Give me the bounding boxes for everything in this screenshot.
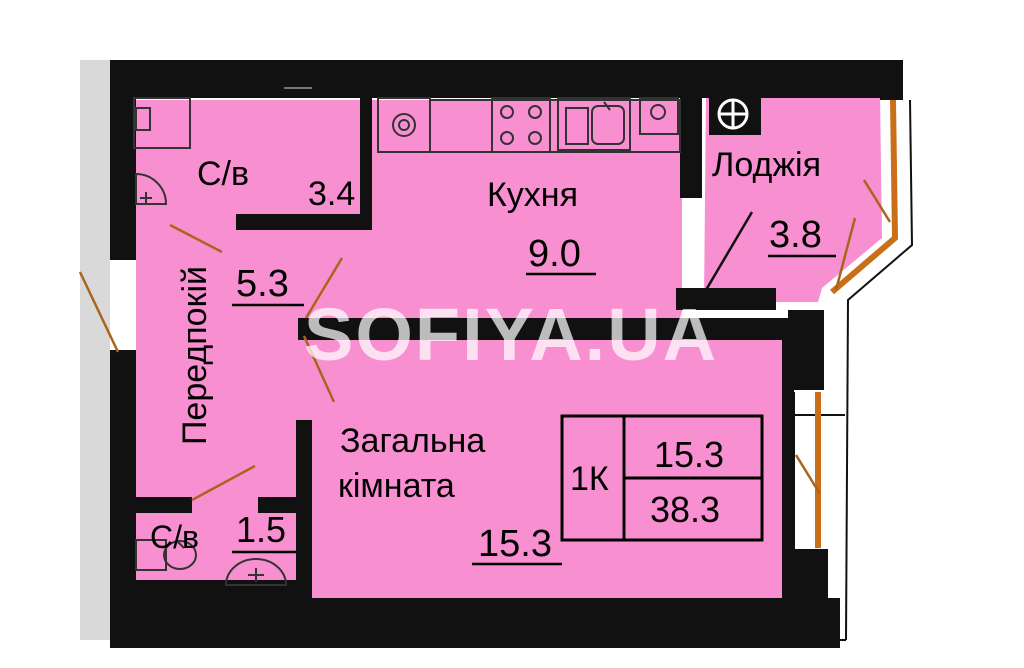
living-room-name-line2: кімната — [338, 467, 455, 505]
bathroom-top-name: С/в — [197, 155, 249, 193]
bathroom-bottom-name: С/в — [150, 519, 199, 555]
wall-bath-divider — [360, 98, 372, 216]
left-outer-strip — [80, 60, 110, 640]
wall-left-upper — [110, 60, 136, 260]
door-living — [302, 335, 336, 403]
outline-loggia-right — [845, 99, 914, 641]
balcony-glazing — [815, 99, 899, 548]
washer-icon — [133, 97, 191, 149]
kitchen-name: Кухня — [487, 176, 578, 214]
loggia-glazing — [830, 99, 899, 295]
loggia-area-label: 3.8 — [769, 214, 822, 256]
door-bath-bottom — [191, 464, 256, 502]
door-kitchen — [304, 257, 344, 319]
boiler-icon — [639, 97, 679, 135]
door-lines — [78, 179, 892, 502]
hallway-area-label: 5.3 — [236, 263, 289, 305]
toilet-icon — [135, 539, 197, 571]
summary-total-area: 38.3 — [650, 489, 720, 530]
door-bath-top — [169, 223, 223, 254]
living-room-area — [306, 338, 788, 600]
wall-top — [110, 60, 890, 98]
door-entrance — [78, 271, 120, 353]
kitchen-area-label: 9.0 — [528, 233, 581, 275]
shower-tray-bottom-icon — [224, 558, 288, 586]
wall-kitchen-bottom — [298, 318, 788, 340]
outline-lines — [110, 60, 914, 641]
wall-top-right — [880, 60, 902, 100]
loggia-area — [704, 95, 882, 302]
loggia-name: Лоджія — [712, 146, 821, 184]
door-loggia-b — [834, 217, 857, 291]
wall-living-right — [782, 340, 794, 600]
summary-living-area: 15.3 — [654, 434, 724, 475]
hallway-area-lower — [136, 320, 306, 500]
wall-kitchen-bottom-stub — [676, 288, 776, 310]
living-room-area-label: 15.3 — [478, 523, 552, 565]
wall-bath-bottom — [236, 214, 372, 230]
hallway-area-upper — [136, 218, 366, 320]
summary-rooms-count: 1К — [570, 460, 609, 498]
bathroom-top-area — [136, 100, 366, 218]
ventilation-icon — [709, 91, 761, 135]
wall-bath-bottom-top — [136, 497, 192, 513]
cooktop-icon — [491, 97, 551, 153]
wall-living-left — [296, 420, 312, 600]
countertop — [429, 99, 681, 153]
area-summary-table: 1К 15.3 38.3 — [560, 414, 764, 542]
loggia-step-line — [704, 211, 754, 291]
sink-icon — [557, 97, 631, 151]
wall-kitchen-right — [680, 98, 702, 198]
walls — [110, 60, 902, 648]
wall-bath-bottom-stub — [258, 497, 298, 513]
bathroom-bottom-area-label: 1.5 — [236, 509, 286, 550]
wall-bottom — [110, 580, 310, 600]
wall-left-lower — [110, 350, 136, 580]
watermark-text: SOFIYA.UA — [304, 293, 718, 376]
room-labels: С/в 3.4 Кухня 9.0 Лоджія 3.8 Передпокій … — [150, 146, 836, 566]
wall-right-lower — [788, 550, 828, 600]
bathroom-top-area-label: 3.4 — [308, 175, 355, 213]
door-loggia-a — [862, 179, 892, 223]
living-room-name-line1: Загальна — [340, 422, 485, 460]
hallway-name: Передпокій — [176, 266, 214, 445]
shower-tray-icon — [135, 172, 168, 205]
fixtures — [133, 87, 761, 586]
door-window — [794, 454, 822, 495]
